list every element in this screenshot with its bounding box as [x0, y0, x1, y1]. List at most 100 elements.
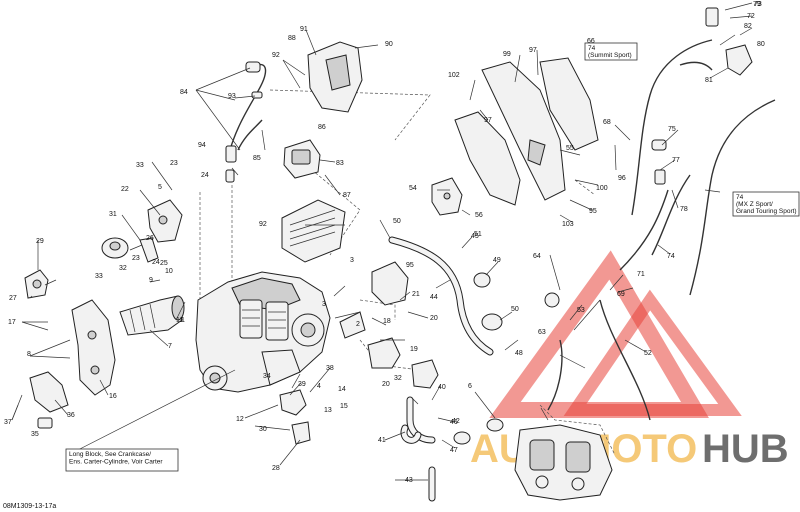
part-number-label: 28	[272, 465, 280, 472]
part-number-label: 8	[27, 351, 31, 358]
part-number-label: 3	[322, 301, 326, 308]
left-brackets	[24, 199, 185, 429]
part-number-label: 26	[146, 235, 154, 242]
part-number-label: 31	[109, 211, 117, 218]
part-number-label: 54	[409, 185, 417, 192]
watermark-text-hub: HUB	[702, 427, 789, 471]
part-number-label: 92	[272, 52, 280, 59]
part-number-label: 77	[672, 157, 680, 164]
part-number-label: 51	[474, 231, 482, 238]
part-number-label: 23	[170, 160, 178, 167]
part-number-label: 33	[95, 273, 103, 280]
part-number-label: 90	[385, 41, 393, 48]
part-number-label: 82	[744, 23, 752, 30]
part-number-label: 95	[589, 208, 597, 215]
part-number-label: 40	[438, 384, 446, 391]
part-number-label: 3	[350, 257, 354, 264]
part-number-label: 102	[448, 72, 460, 79]
part-number-label: 16	[109, 393, 117, 400]
part-number-label: 21	[412, 291, 420, 298]
part-number-label: 91	[300, 26, 308, 33]
part-number-label: 19	[410, 346, 418, 353]
belt-guard-parts	[431, 57, 599, 216]
part-number-label: 23	[132, 255, 140, 262]
engine-long-block	[195, 271, 331, 393]
part-number-label: 86	[318, 124, 326, 131]
part-number-label: 46	[450, 419, 458, 426]
part-number-label: 88	[288, 35, 296, 42]
part-number-label: 47	[450, 447, 458, 454]
watermark-triangle-icon	[489, 250, 709, 418]
part-number-label: 103	[562, 221, 574, 228]
part-number-label: 32	[119, 265, 127, 272]
part-number-label: 17	[8, 319, 16, 326]
part-number-label: 10	[165, 268, 173, 275]
part-number-label: 4	[317, 383, 321, 390]
part-number-label: 72	[747, 13, 755, 20]
callout-mxz: 74(MX Z Sport/Grand Touring Sport)	[736, 194, 797, 215]
part-number-label: 18	[383, 318, 391, 325]
part-number-label: 84	[180, 89, 188, 96]
part-number-label: 94	[198, 142, 206, 149]
part-number-label: 52	[644, 350, 652, 357]
coolant-hoses	[388, 236, 651, 502]
part-number-label: 69	[617, 291, 625, 298]
part-number-label: 45	[471, 233, 479, 240]
part-number-label: 96	[618, 175, 626, 182]
callout-summit: 74(Summit Sport)	[588, 45, 632, 59]
part-number-label: 25	[160, 260, 168, 267]
part-number-label: 42	[452, 418, 460, 425]
part-number-label: 33	[136, 162, 144, 169]
callout-boxes	[65, 42, 800, 472]
part-number-label: 37	[4, 419, 12, 426]
part-number-label: 20	[430, 315, 438, 322]
part-number-label: 83	[336, 160, 344, 167]
part-number-label: 30	[259, 426, 267, 433]
part-number-label: 39	[298, 381, 306, 388]
part-number-label: 27	[9, 295, 17, 302]
part-number-label: 56	[475, 212, 483, 219]
part-number-label: 78	[680, 206, 688, 213]
part-number-label: 34	[263, 373, 271, 380]
part-number-label: 95	[406, 262, 414, 269]
watermark-triangle-inner-icon	[563, 289, 742, 416]
part-number-label: 38	[326, 365, 334, 372]
part-number-label: 63	[538, 329, 546, 336]
part-number-label: 22	[121, 186, 129, 193]
part-number-label: 100	[596, 185, 608, 192]
part-number-label: 97	[529, 47, 537, 54]
part-number-label: 11	[176, 317, 183, 324]
part-number-label: 7	[168, 343, 172, 350]
part-number-label: 71	[637, 271, 645, 278]
ignition-parts	[225, 41, 363, 263]
part-number-label: 49	[493, 257, 501, 264]
part-number-label: 32	[394, 375, 402, 382]
part-number-label: 85	[253, 155, 261, 162]
part-number-label: 50	[511, 306, 519, 313]
part-number-label: 24	[201, 172, 209, 179]
part-number-label: 12	[236, 416, 244, 423]
part-number-label: 5	[158, 184, 162, 191]
carburetor-assembly	[514, 424, 613, 501]
part-number-label: 48	[515, 350, 523, 357]
part-number-label: 92	[259, 221, 267, 228]
part-number-label: 99	[503, 51, 511, 58]
part-number-label: 50	[393, 218, 401, 225]
figure-code: 08M1309-13-17a	[3, 503, 56, 510]
part-number-label: 73	[754, 1, 762, 8]
exhaust-parts	[279, 261, 439, 445]
callout-long-block: Long Block, See Crankcase/Ens. Carter-Cy…	[69, 451, 163, 466]
part-number-label: 64	[533, 253, 541, 260]
part-number-label: 15	[340, 403, 348, 410]
part-number-label: 20	[382, 381, 390, 388]
part-number-label: 97	[484, 117, 492, 124]
part-number-label: 68	[603, 119, 611, 126]
part-number-label: 81	[705, 77, 713, 84]
part-number-label: 74	[667, 253, 675, 260]
part-number-label: 44	[430, 294, 438, 301]
part-number-label: 1	[181, 317, 185, 324]
part-number-label: 75	[668, 126, 676, 133]
part-number-label: 79	[753, 1, 761, 8]
